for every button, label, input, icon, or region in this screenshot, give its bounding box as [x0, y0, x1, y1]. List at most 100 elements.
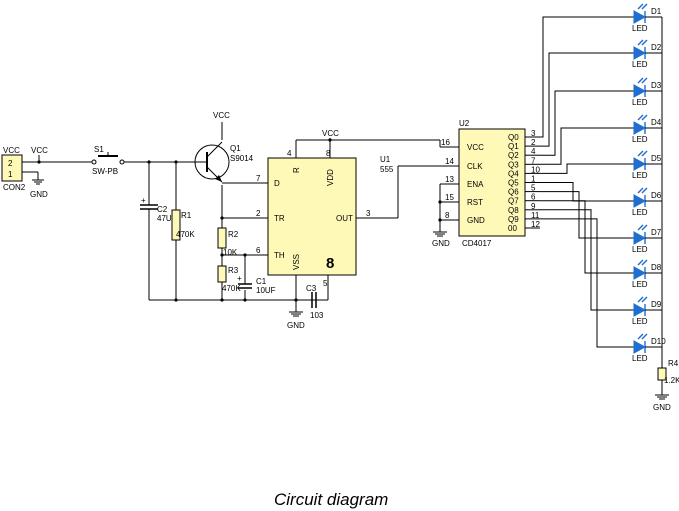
r4-value: 1.2K [664, 376, 679, 385]
led-triangle [633, 121, 647, 135]
r2-value: 10K [223, 248, 238, 257]
s1-value: SW-PB [92, 167, 118, 176]
r1-value: 470K [176, 230, 195, 239]
vcc-label-rail: VCC [31, 146, 48, 155]
output-wire [540, 52, 634, 147]
c2-plus: + [141, 196, 146, 205]
u1-pin-r: R [292, 167, 301, 173]
u2-pin-number: 14 [445, 157, 454, 166]
gnd-label-con: GND [30, 190, 48, 199]
generated-output-wiring: D1LEDD2LEDD3LEDD4LEDD5LEDD6LEDD7LEDD8LED… [540, 3, 666, 363]
c2-value: 47UF [157, 214, 177, 223]
r2-ref: R2 [228, 230, 239, 239]
output-wire [540, 218, 634, 348]
u2-pin-label: RST [467, 198, 483, 207]
led-ref: D2 [651, 43, 662, 52]
c1-plus: + [237, 274, 242, 283]
c3-value: 103 [310, 311, 324, 320]
u1-pin-vss: VSS [292, 254, 301, 270]
led-ref: D7 [651, 228, 662, 237]
c1-value: 10UF [256, 286, 276, 295]
u2-ref: U2 [459, 119, 470, 128]
u2-output-label: Q4 [508, 169, 519, 178]
u2-pin-number: 13 [445, 175, 454, 184]
led-label: LED [632, 245, 648, 254]
con2-pin2-label: 2 [8, 159, 13, 168]
u1-pin-vdd: VDD [326, 169, 335, 186]
led-ref: D4 [651, 118, 662, 127]
con2-connector: 2 1 CON2 VCC VCC GND [1, 146, 48, 199]
u2-output-number: 10 [531, 165, 540, 174]
u2-pin-number: 8 [445, 211, 450, 220]
output-wire [540, 209, 634, 311]
u2-pin-label: ENA [467, 180, 484, 189]
con2-pin1-label: 1 [8, 170, 13, 179]
gnd-label-u1: GND [287, 321, 305, 330]
led-ref: D8 [651, 263, 662, 272]
led-ref: D5 [651, 154, 662, 163]
led-label: LED [632, 98, 648, 107]
u2-output-number: 12 [531, 220, 540, 229]
u1-555-timer: D TR TH R VDD VSS OUT 8 7 2 6 4 8 3 5 U1… [256, 129, 394, 288]
u2-output-number: 2 [531, 138, 536, 147]
r4-resistor: R4 1.2K GND [653, 359, 679, 412]
led-triangle [633, 194, 647, 208]
u1-value: 555 [380, 165, 394, 174]
u2-output-label: Q6 [508, 188, 519, 197]
led-triangle [633, 157, 647, 171]
u2-output-label: Q8 [508, 206, 519, 215]
u1-ref: U1 [380, 155, 391, 164]
output-wire [540, 127, 634, 165]
u1-pinnum-th: 6 [256, 246, 261, 255]
output-wire [540, 90, 634, 156]
led-label: LED [632, 317, 648, 326]
c1-ref: C1 [256, 277, 267, 286]
vcc-label-u1: VCC [322, 129, 339, 138]
c3-ref: C3 [306, 284, 317, 293]
u2-output-label: Q3 [508, 160, 519, 169]
vcc-label-q1: VCC [213, 111, 230, 120]
u1-pinnum-out: 3 [366, 209, 371, 218]
u2-pin-number: 16 [441, 138, 450, 147]
c2-capacitor: + C2 47UF [140, 196, 177, 223]
u1-pinnum-vdd: 8 [326, 149, 331, 158]
u2-output-label: Q5 [508, 179, 519, 188]
c3-capacitor: C3 103 [306, 284, 324, 320]
r4-ref: R4 [668, 359, 679, 368]
u2-pin-label: GND [467, 216, 485, 225]
u1-pin-th: TH [274, 251, 285, 260]
led-label: LED [632, 280, 648, 289]
r3-resistor: R3 470K [217, 265, 241, 293]
r3-value: 470K [222, 284, 241, 293]
u2-output-label: Q1 [508, 142, 519, 151]
u2-output-label: Q7 [508, 197, 519, 206]
led-label: LED [632, 60, 648, 69]
led-label: LED [632, 135, 648, 144]
u2-pin-label: CLK [467, 162, 483, 171]
u1-pinnum-tr: 2 [256, 209, 261, 218]
led-ref: D3 [651, 81, 662, 90]
led-label: LED [632, 24, 648, 33]
q1-transistor: Q1 S9014 VCC [194, 111, 254, 183]
u2-pin-label: VCC [467, 143, 484, 152]
led-label: LED [632, 171, 648, 180]
r2-resistor: R2 10K [217, 227, 239, 257]
ground-symbol-u1: GND [287, 311, 305, 330]
u1-pinnum-r: 4 [287, 149, 292, 158]
q1-value: S9014 [230, 154, 254, 163]
s1-push-button: S1 SW-PB [91, 145, 125, 176]
u2-value: CD4017 [462, 239, 492, 248]
junctions [37, 138, 442, 302]
vcc-label-con: VCC [3, 146, 20, 155]
ground-symbol-con [32, 179, 44, 185]
u1-pin-tr: TR [274, 214, 285, 223]
